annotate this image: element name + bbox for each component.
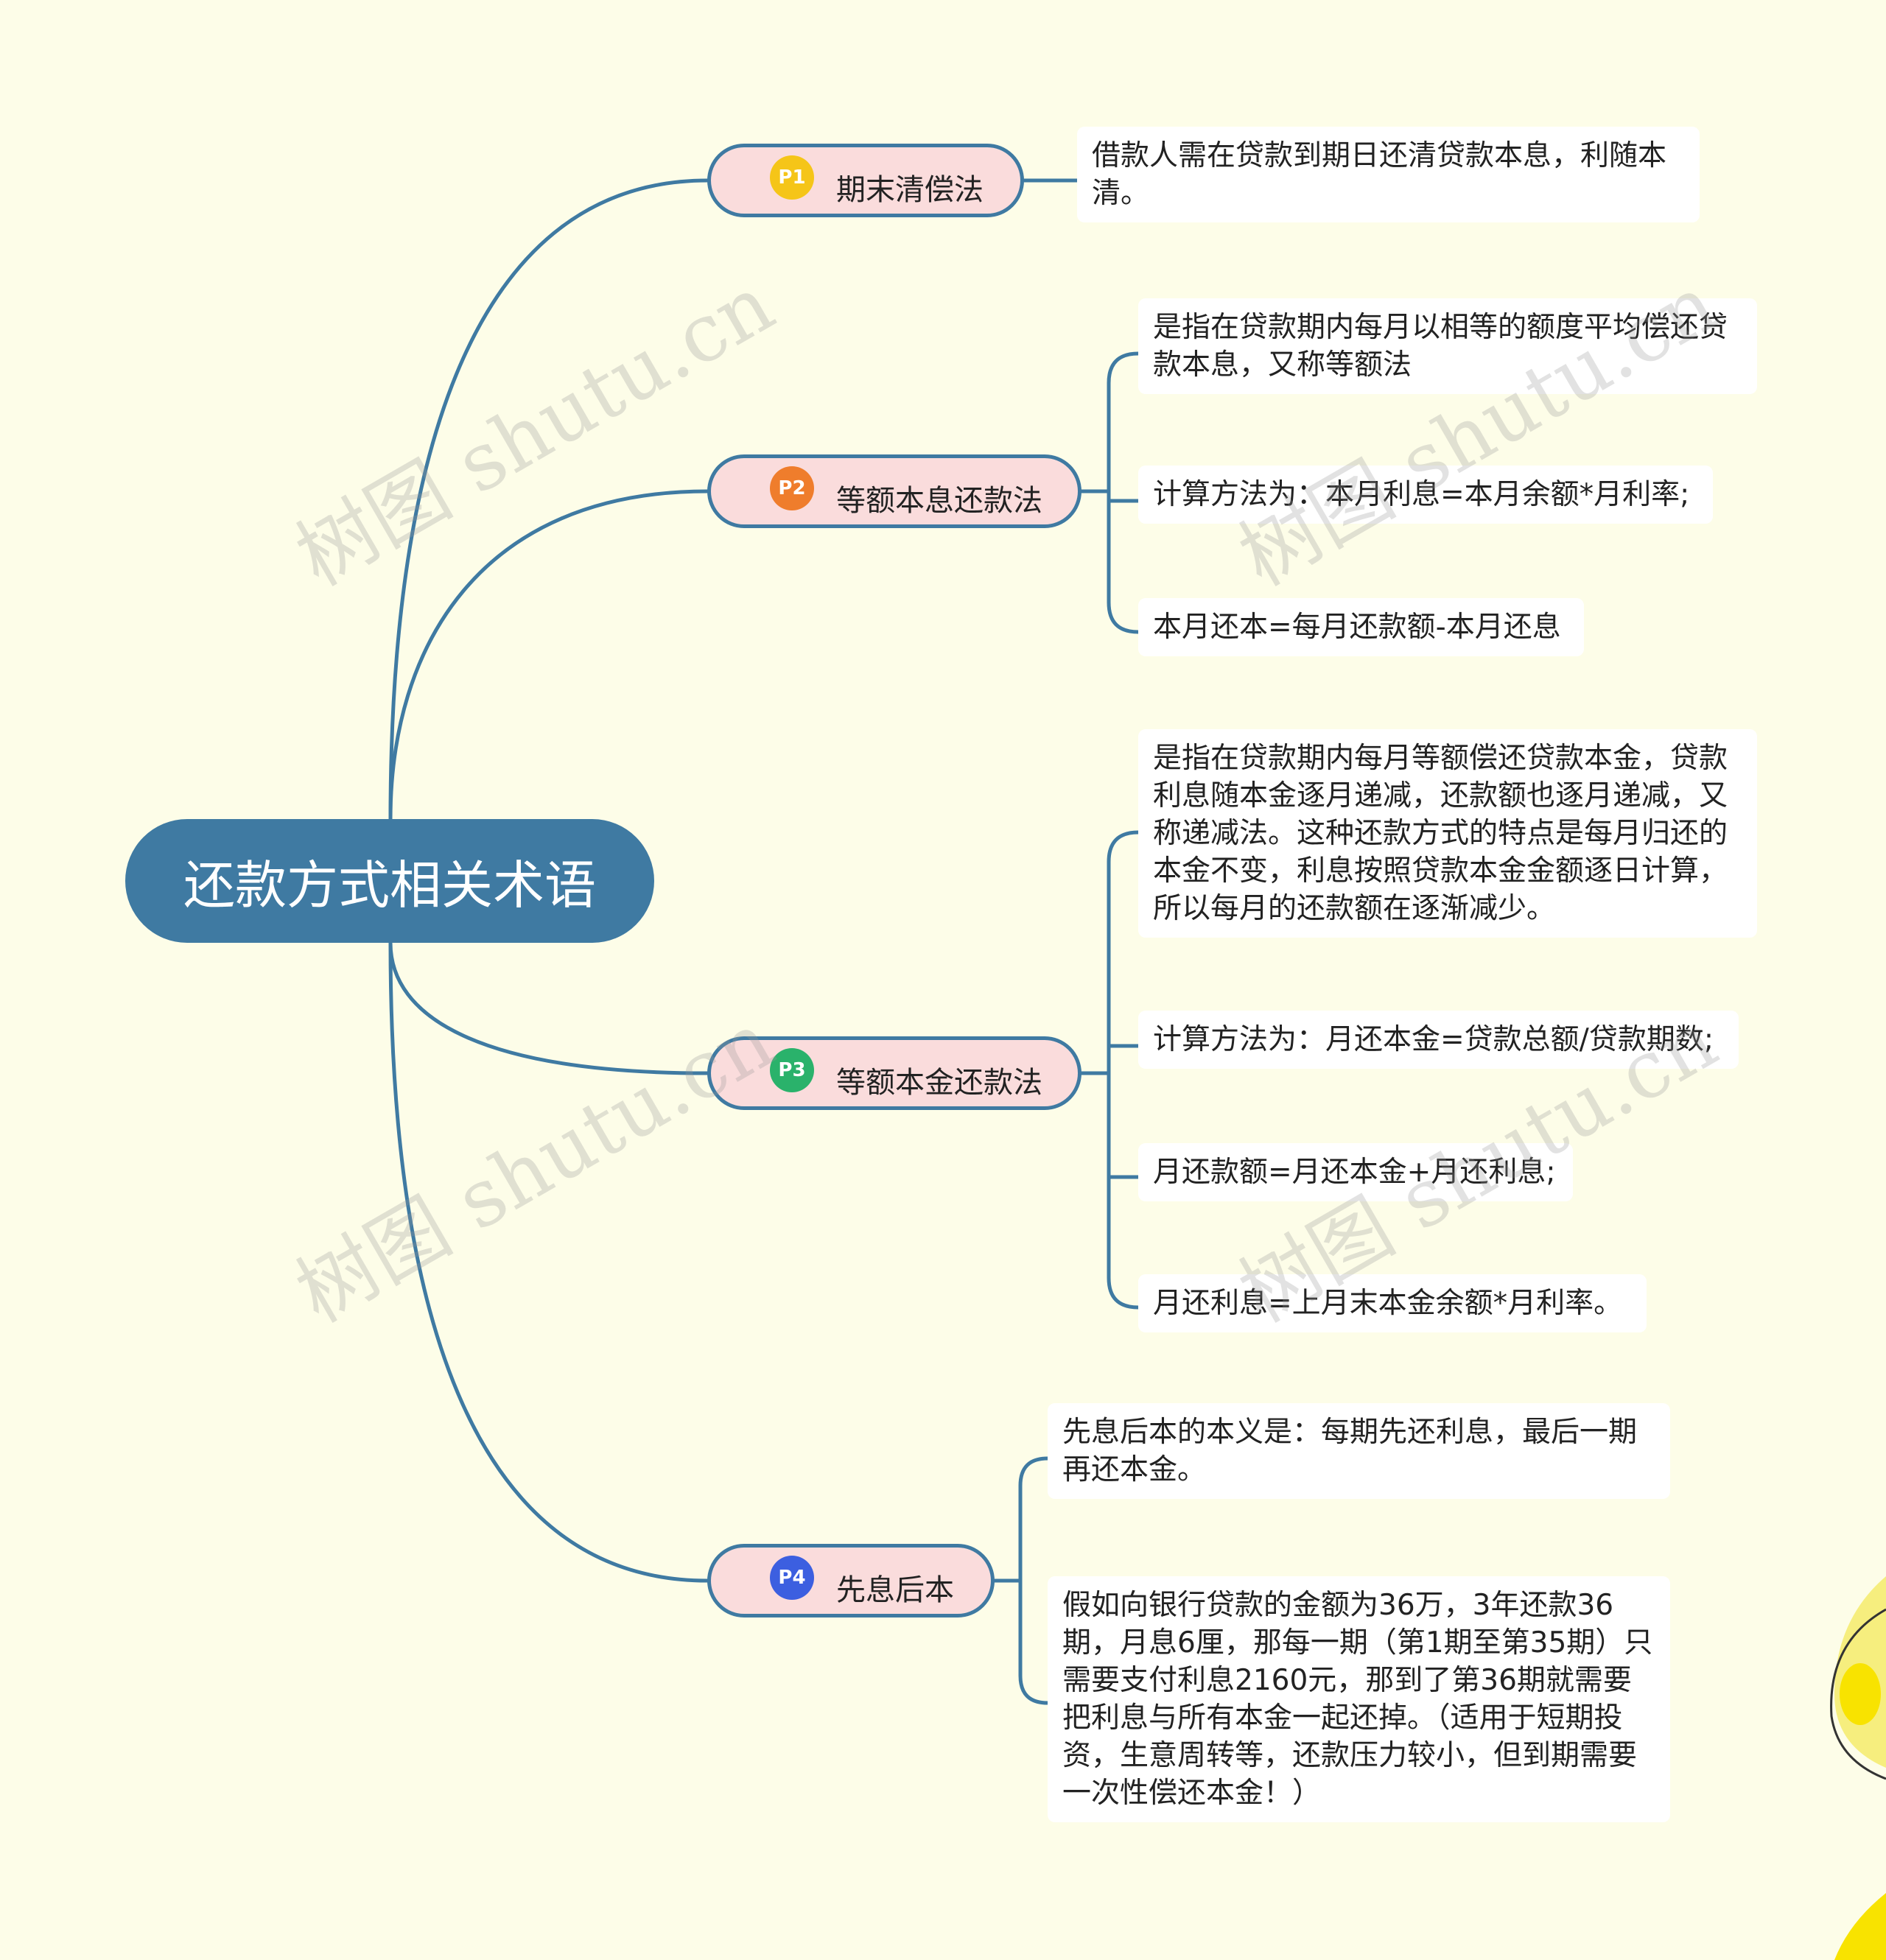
note-p2-2[interactable]: 计算方法为：本月利息=本月余额*月利率; (1138, 466, 1713, 524)
root-title: 还款方式相关术语 (183, 844, 596, 918)
branch-label: 期末清偿法 (836, 166, 984, 208)
decorative-balloon-icon (1820, 1576, 1886, 1960)
note-p3-4[interactable]: 月还利息=上月末本金余额*月利率。 (1138, 1274, 1647, 1332)
note-p2-1[interactable]: 是指在贷款期内每月以相等的额度平均偿还贷款本息，又称等额法 (1138, 298, 1757, 394)
branch-p3[interactable]: P3 等额本金还款法 (707, 1036, 1082, 1110)
branch-label: 先息后本 (836, 1566, 954, 1609)
branch-label: 等额本金还款法 (836, 1058, 1042, 1101)
note-p4-1[interactable]: 先息后本的本义是：每期先还利息，最后一期再还本金。 (1048, 1403, 1670, 1499)
note-p3-2[interactable]: 计算方法为：月还本金=贷款总额/贷款期数; (1138, 1011, 1739, 1069)
note-p3-3[interactable]: 月还款额=月还本金+月还利息; (1138, 1143, 1573, 1201)
note-p4-2[interactable]: 假如向银行贷款的金额为36万，3年还款36期，月息6厘，那每一期（第1期至第35… (1048, 1576, 1670, 1822)
note-p2-3[interactable]: 本月还本=每月还款额-本月还息 (1138, 598, 1584, 656)
branch-label: 等额本息还款法 (836, 477, 1042, 519)
priority-3-icon: P3 (770, 1048, 814, 1092)
note-p1-1[interactable]: 借款人需在贷款到期日还清贷款本息，利随本清。 (1077, 127, 1700, 222)
branch-p1[interactable]: P1 期末清偿法 (707, 144, 1024, 217)
priority-4-icon: P4 (770, 1556, 814, 1600)
branch-p2[interactable]: P2 等额本息还款法 (707, 454, 1082, 528)
root-topic[interactable]: 还款方式相关术语 (125, 819, 654, 943)
priority-1-icon: P1 (770, 155, 814, 200)
branch-p4[interactable]: P4 先息后本 (707, 1544, 995, 1617)
note-p3-1[interactable]: 是指在贷款期内每月等额偿还贷款本金，贷款利息随本金逐月递减，还款额也逐月递减，又… (1138, 729, 1757, 938)
priority-2-icon: P2 (770, 466, 814, 510)
